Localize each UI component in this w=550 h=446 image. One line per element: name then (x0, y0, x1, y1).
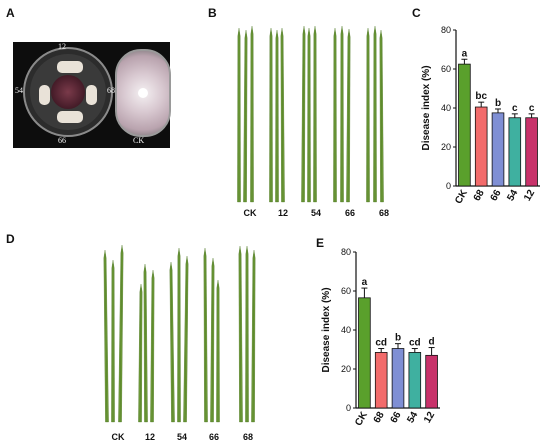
leaf-label-d-68: 68 (242, 432, 253, 442)
leaf-midrib (347, 32, 350, 203)
y-tick-label: 80 (341, 247, 351, 257)
y-tick-label: 60 (441, 64, 451, 74)
y-axis-label: Disease index (%) (321, 287, 332, 372)
x-tick-label: 54 (505, 188, 520, 204)
y-tick-label: 0 (446, 181, 451, 191)
bar-ck (458, 63, 471, 187)
significance-letter: cd (375, 338, 387, 349)
bacterial-streak-68 (86, 85, 97, 105)
significance-letter: bc (475, 91, 487, 102)
bar-54 (508, 117, 522, 187)
petri-dish-photo: 12 54 68 66 CK (13, 42, 171, 148)
panel-a-letter: A (6, 6, 15, 20)
control-dish (115, 49, 171, 137)
leaf-label-d-12: 12 (144, 432, 155, 442)
y-tick-label: 20 (341, 364, 351, 374)
leaf-midrib (151, 273, 154, 423)
pathogen-colony (51, 75, 85, 109)
x-tick-label: 68 (472, 188, 487, 204)
bacterial-streak-54 (39, 85, 50, 105)
x-tick-label: CK (453, 187, 470, 206)
y-tick-label: 80 (441, 25, 451, 35)
x-tick-label: 54 (405, 410, 420, 426)
y-tick-label: 40 (441, 103, 451, 113)
leaf-label-d-ck: CK (111, 432, 125, 442)
leaf-midrib (139, 287, 142, 423)
leaf-midrib (119, 248, 123, 423)
leaf-strips-b (237, 25, 384, 203)
leaf-midrib (104, 253, 108, 423)
bacterial-streak-66 (57, 111, 83, 123)
x-tick-label: 12 (422, 410, 437, 426)
leaf-midrib (281, 31, 284, 203)
x-tick-label: 66 (389, 410, 404, 426)
leaf-strips-d (103, 244, 256, 423)
panel-e-letter: E (316, 236, 325, 250)
significance-letter: c (529, 103, 535, 114)
significance-letter: c (512, 103, 518, 114)
bar-ck (358, 297, 371, 409)
leaf-label-d-66: 66 (208, 432, 219, 442)
bar-12 (425, 354, 438, 409)
leaf-label-68: 68 (378, 208, 389, 218)
x-tick-label: CK (353, 409, 370, 428)
leaf-midrib (302, 29, 305, 203)
plate-label-left: 54 (15, 86, 23, 95)
significance-letter: a (462, 48, 468, 59)
significance-letter: b (395, 333, 401, 344)
leaf-label-54: 54 (310, 208, 321, 218)
y-tick-label: 60 (341, 286, 351, 296)
x-tick-label: 66 (489, 188, 504, 204)
leaf-midrib (244, 33, 247, 203)
significance-letter: a (362, 277, 368, 288)
bar-66 (391, 348, 405, 409)
plate-label-top: 12 (58, 42, 66, 51)
bar-66 (491, 112, 505, 187)
leaf-midrib (380, 33, 383, 203)
panel-b-letter: B (208, 6, 217, 20)
leaf-midrib (239, 249, 242, 423)
significance-letter: b (495, 98, 501, 109)
leaf-midrib (211, 261, 214, 423)
bar-68 (374, 352, 388, 409)
x-tick-label: 12 (522, 188, 537, 204)
x-tick-label: 68 (372, 410, 387, 426)
plate-label-bottom: 66 (58, 136, 66, 145)
y-axis-label: Disease index (%) (421, 65, 432, 150)
leaf-midrib (170, 265, 174, 423)
leaf-midrib (252, 253, 255, 423)
significance-letter: d (429, 337, 435, 348)
leaf-midrib (184, 259, 188, 423)
leaf-midrib (204, 251, 207, 423)
leaf-label-d-54: 54 (176, 432, 187, 442)
significance-letter: cd (409, 338, 421, 349)
leaf-label-ck: CK (243, 208, 257, 218)
y-tick-label: 0 (346, 403, 351, 413)
bar-12 (525, 117, 538, 187)
leaf-label-66: 66 (344, 208, 355, 218)
bar-54 (408, 352, 422, 409)
bacterial-streak-12 (57, 61, 83, 73)
treated-dish (23, 47, 113, 137)
y-tick-label: 40 (341, 325, 351, 335)
leaf-midrib (144, 267, 147, 423)
y-tick-label: 20 (441, 142, 451, 152)
control-dish-label: CK (133, 136, 145, 145)
bar-68 (474, 106, 488, 187)
panel-d-letter: D (6, 232, 15, 246)
plate-label-right: 68 (107, 86, 115, 95)
panel-c-letter: C (412, 6, 421, 20)
leaf-label-12: 12 (277, 208, 288, 218)
